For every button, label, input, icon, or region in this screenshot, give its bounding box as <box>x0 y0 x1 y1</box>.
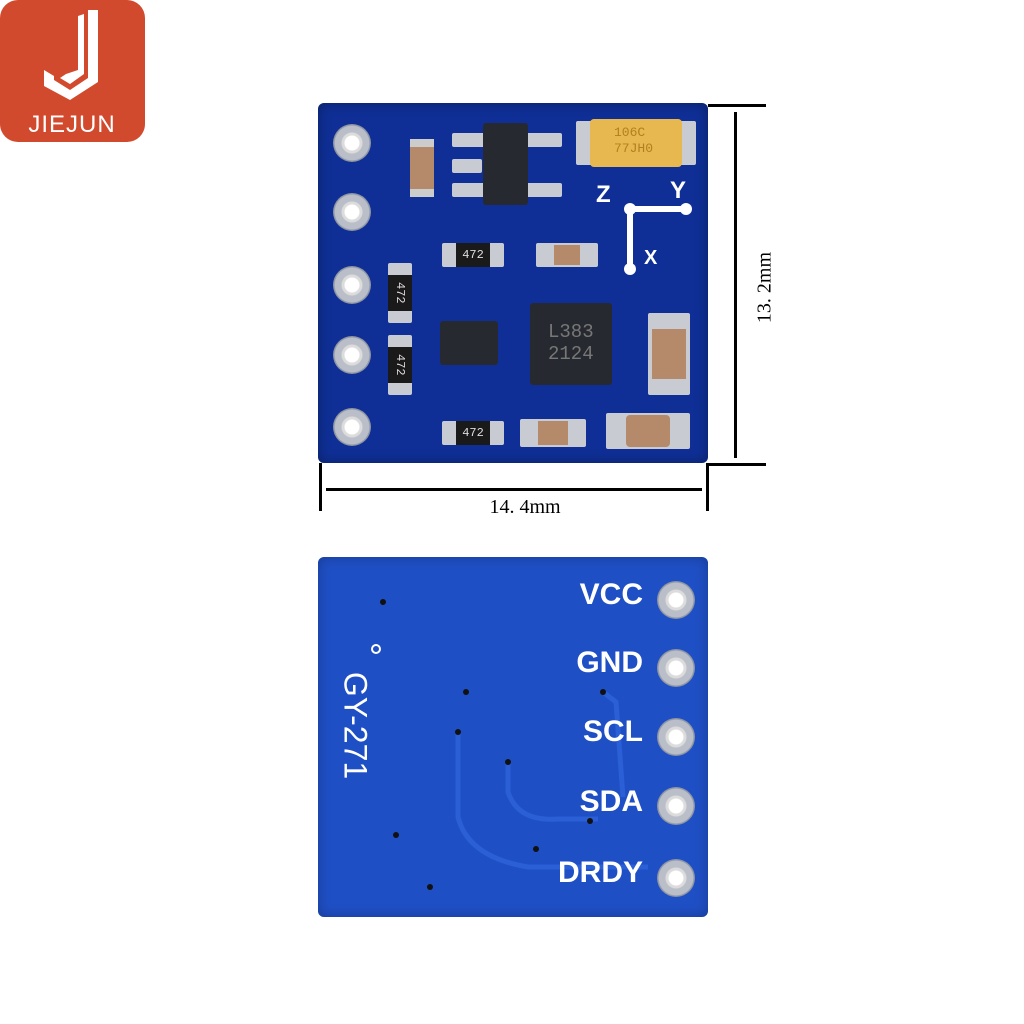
height-dimension-line <box>734 112 737 458</box>
resistor-472: 472 <box>388 275 412 311</box>
pin-vcc-hole <box>657 581 695 619</box>
axis-label-z: Z <box>596 181 611 208</box>
pcb-top-view: 106C 77JH0 Z Y X 472 472 472 472 L383 21… <box>318 103 708 463</box>
resistor-472: 472 <box>388 347 412 383</box>
pin-label-gnd: GND <box>576 646 643 679</box>
resistor-472: 472 <box>456 243 490 267</box>
pin-scl-hole <box>657 718 695 756</box>
width-dimension-label: 14. 4mm <box>489 496 561 518</box>
axis-label-x: X <box>644 247 658 269</box>
pin-gnd-hole <box>657 649 695 687</box>
pin-sda-hole <box>657 787 695 825</box>
header-pin-hole <box>333 408 371 446</box>
header-pin-hole <box>333 193 371 231</box>
brand-logo: JIEJUN <box>0 0 145 142</box>
model-label: GY-271 <box>337 671 374 780</box>
pin-label-sda: SDA <box>579 785 643 818</box>
svg-text:JIEJUN: JIEJUN <box>28 111 115 138</box>
jiejun-logo-icon: JIEJUN <box>28 10 115 138</box>
sot-ic <box>440 321 498 365</box>
header-pin-hole <box>333 336 371 374</box>
pin-drdy-hole <box>657 859 695 897</box>
axis-label-y: Y <box>670 177 687 204</box>
voltage-regulator <box>483 123 528 205</box>
resistor-472: 472 <box>456 421 490 445</box>
pin-label-scl: SCL <box>583 715 643 748</box>
header-pin-hole <box>333 124 371 162</box>
pcb-traces <box>371 599 648 890</box>
tantalum-capacitor: 106C 77JH0 <box>590 119 682 167</box>
width-dimension-line <box>326 488 702 491</box>
pcb-bottom-view: GY-271 VCC GND SCL SDA DRDY <box>318 557 708 917</box>
pin-label-vcc: VCC <box>579 578 643 611</box>
axis-arrows-icon <box>624 203 692 275</box>
hmc5883l-magnetometer-chip: L383 2124 <box>530 303 612 385</box>
pin-label-drdy: DRDY <box>557 856 643 889</box>
header-pin-hole <box>333 266 371 304</box>
height-dimension-label: 13. 2mm <box>753 251 776 324</box>
